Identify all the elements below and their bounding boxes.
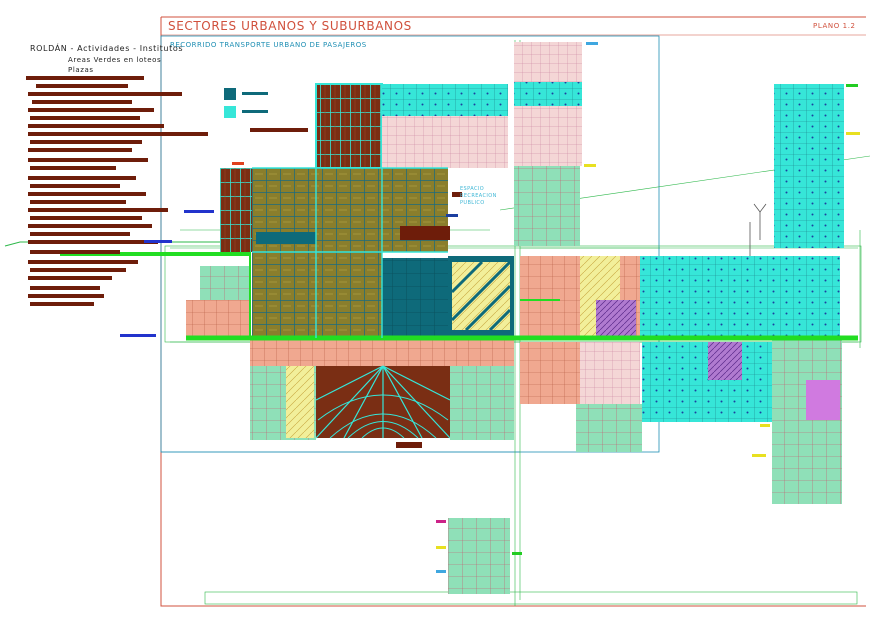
sector-east xyxy=(520,256,842,504)
map-title: SECTORES URBANOS Y SUBURBANOS xyxy=(168,19,412,33)
sector-south-detached xyxy=(448,518,510,594)
sector-central-olive xyxy=(252,168,450,336)
legend-swatch-teal xyxy=(224,88,236,100)
poi-label: ESPACIO RECREACION PUBLICO xyxy=(460,186,497,206)
sector-west xyxy=(186,266,250,336)
sector-north-brown xyxy=(220,83,383,252)
street-grid xyxy=(252,167,448,338)
sector-far-east xyxy=(774,84,844,248)
legend-swatch-cyan xyxy=(224,106,236,118)
legend-swatch-teal-label xyxy=(242,92,268,95)
sector-diagonal-yellow xyxy=(448,256,514,338)
legend-swatch-cyan-label xyxy=(242,110,268,113)
sector-south-radial xyxy=(250,338,514,448)
map-subtitle: RECORRIDO TRANSPORTE URBANO DE PASAJEROS xyxy=(170,41,367,49)
legend-title: ROLDÁN - Actividades - Institutos xyxy=(30,44,184,53)
legend-bars xyxy=(26,76,208,306)
route-line-west xyxy=(4,241,250,247)
sector-central-teal xyxy=(382,258,448,336)
sector-north-column xyxy=(514,42,582,246)
legend-line-plazas: Plazas xyxy=(68,66,94,74)
annotation-tags xyxy=(120,42,860,573)
sheet-number: PLANO 1.2 xyxy=(813,22,856,30)
legend-line-green-areas: Areas Verdes en loteos xyxy=(68,56,162,64)
sheet-frame xyxy=(160,16,866,607)
sector-north-cyan xyxy=(382,84,508,168)
